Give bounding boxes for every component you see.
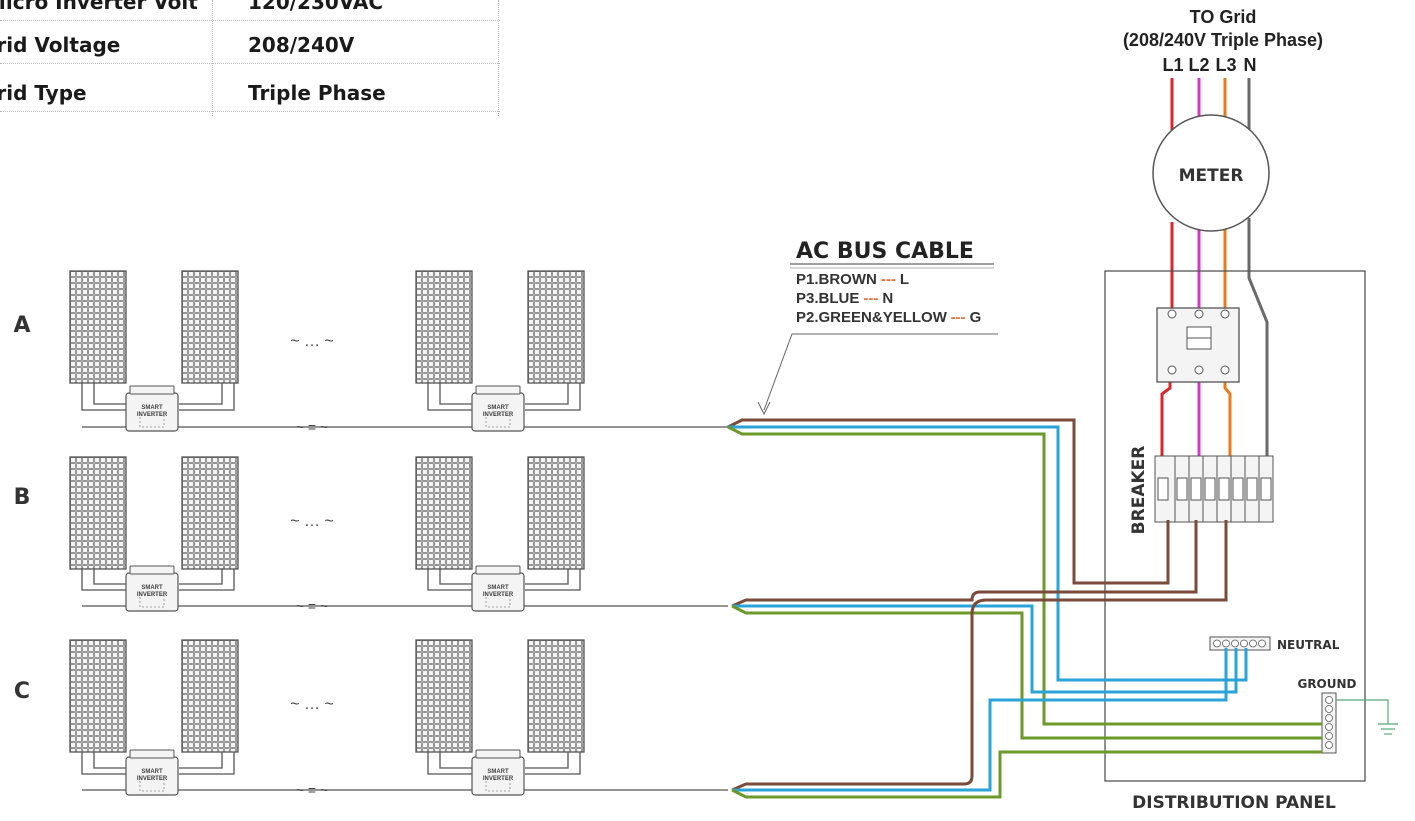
ac-bus-leader-line bbox=[763, 333, 998, 411]
spec-label: Grid Voltage bbox=[0, 33, 121, 57]
breaker-label: BREAKER bbox=[1129, 446, 1149, 535]
distribution-panel-box bbox=[1104, 270, 1366, 782]
bus-cable-row-c bbox=[731, 520, 1322, 799]
meter-label: METER bbox=[1179, 166, 1244, 186]
cable-break-icon: ~ = ~ bbox=[296, 782, 328, 798]
grid-line-l1: L1 bbox=[1162, 55, 1183, 75]
inverter-label: INVERTER bbox=[483, 412, 514, 418]
inverter-label: SMART bbox=[141, 405, 163, 411]
solar-panel-icon bbox=[69, 456, 127, 570]
solar-panel-icon bbox=[527, 270, 585, 384]
more-panels-ellipsis: ~ … ~ bbox=[290, 333, 334, 350]
solar-panel-icon bbox=[527, 639, 585, 753]
array-row-c: C SMART INVERTER SMART INVERTER ~ … ~ ~ … bbox=[14, 639, 728, 798]
distribution-panel-label: DISTRIBUTION PANEL bbox=[1132, 793, 1336, 813]
cable-break-icon: ~ = ~ bbox=[296, 598, 328, 614]
spec-value: Triple Phase bbox=[248, 81, 386, 105]
solar-panel-icon bbox=[181, 639, 239, 753]
solar-panel-icon bbox=[415, 456, 473, 570]
grid-line-n: N bbox=[1244, 55, 1257, 75]
solar-panel-icon bbox=[181, 456, 239, 570]
solar-panel-icon bbox=[415, 270, 473, 384]
row-label-a: A bbox=[13, 313, 30, 338]
spec-value: 120/230VAC bbox=[248, 0, 384, 14]
spec-value: 208/240V bbox=[248, 33, 355, 57]
cable-break-icon: ~ = ~ bbox=[296, 419, 328, 435]
neutral-label: NEUTRAL bbox=[1277, 638, 1340, 652]
ac-bus-title: AC BUS CABLE bbox=[796, 239, 974, 264]
table-divider bbox=[212, 0, 213, 116]
inverter-label: INVERTER bbox=[483, 776, 514, 782]
grid-title: TO Grid bbox=[1190, 7, 1257, 27]
inverter-label: SMART bbox=[487, 769, 509, 775]
solar-panel-icon bbox=[69, 639, 127, 753]
table-border bbox=[498, 0, 499, 116]
ac-bus-item-brown: P1.BROWN---L bbox=[796, 271, 909, 288]
inverter-label: INVERTER bbox=[137, 776, 168, 782]
solar-panel-icon bbox=[415, 639, 473, 753]
bus-cable-row-a bbox=[727, 418, 1322, 726]
more-panels-ellipsis: ~ … ~ bbox=[290, 513, 334, 530]
ground-label: GROUND bbox=[1297, 677, 1356, 691]
grid-line-l3: L3 bbox=[1215, 55, 1236, 75]
grid-subtitle: (208/240V Triple Phase) bbox=[1123, 30, 1323, 50]
ac-bus-item-green-yellow: P2.GREEN&YELLOW---G bbox=[796, 309, 981, 326]
solar-panel-icon bbox=[69, 270, 127, 384]
grid-phase-wires bbox=[1160, 78, 1269, 460]
inverter-label: SMART bbox=[141, 585, 163, 591]
solar-panel-icon bbox=[527, 456, 585, 570]
spec-row-grid-voltage: Grid Voltage 208/240V bbox=[0, 28, 500, 64]
solar-panel-icon bbox=[181, 270, 239, 384]
more-panels-ellipsis: ~ … ~ bbox=[290, 696, 334, 713]
spec-label: Grid Type bbox=[0, 81, 87, 105]
array-row-a: A SMART INVERTER SMART INVERTER ~ … ~ ~ … bbox=[13, 270, 728, 435]
inverter-label: INVERTER bbox=[137, 592, 168, 598]
array-row-b: B SMART INVERTER SMART INVERTER ~ … ~ ~ … bbox=[14, 456, 728, 614]
ac-bus-arrow-icon bbox=[757, 401, 771, 416]
grid-line-l2: L2 bbox=[1188, 55, 1209, 75]
spec-label: Micro Inverter Voltage bbox=[0, 0, 198, 14]
inverter-label: INVERTER bbox=[483, 592, 514, 598]
ac-bus-item-blue: P3.BLUE---N bbox=[796, 290, 893, 307]
inverter-label: SMART bbox=[487, 585, 509, 591]
bus-cable-row-b bbox=[731, 520, 1322, 740]
spec-row-grid-type: Grid Type Triple Phase bbox=[0, 76, 500, 112]
spec-row-inverter-voltage: Micro Inverter Voltage 120/230VAC bbox=[0, 0, 500, 21]
inverter-label: SMART bbox=[141, 769, 163, 775]
earth-ground-icon bbox=[1336, 699, 1398, 735]
inverter-label: SMART bbox=[487, 405, 509, 411]
main-breaker-icon bbox=[1156, 307, 1240, 383]
row-label-b: B bbox=[14, 485, 31, 510]
breaker-bank-icon bbox=[1154, 455, 1274, 523]
inverter-label: INVERTER bbox=[137, 412, 168, 418]
meter-icon bbox=[1152, 114, 1270, 232]
row-label-c: C bbox=[14, 679, 30, 704]
spec-table: Micro Inverter Voltage 120/230VAC Grid V… bbox=[0, 0, 500, 116]
